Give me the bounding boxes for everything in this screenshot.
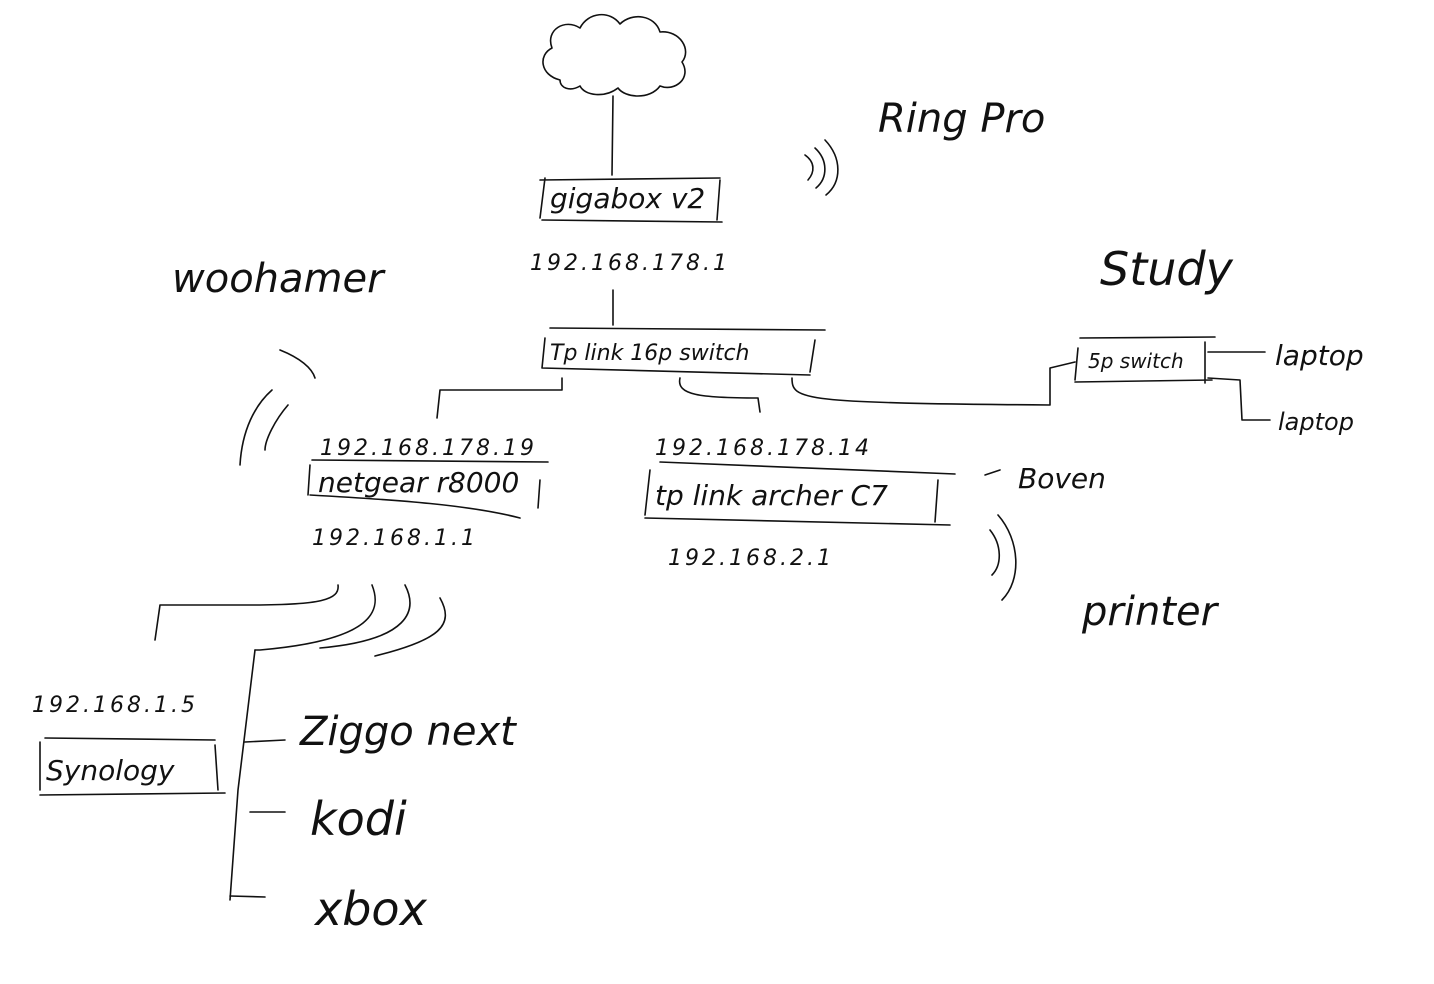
archer-ip: 192.168.2.1 [668, 546, 834, 571]
ziggo-label: Ziggo next [299, 709, 517, 755]
study-label: Study [1100, 242, 1234, 296]
ring-pro-label: Ring Pro [878, 96, 1045, 142]
modem-ip: 192.168.178.1 [530, 251, 730, 276]
xbox-branch [229, 895, 266, 898]
netgear-ip: 192.168.1.1 [312, 526, 478, 551]
netgear-to-devices-cable-2 [319, 584, 411, 649]
netgear-to-devices-cable-3 [374, 597, 446, 657]
switch-to-archer-line [678, 377, 761, 413]
modem-box [539, 177, 723, 223]
study-laptop-line-2 [1207, 377, 1271, 421]
netgear-uplink-ip: 192.168.178.19 [320, 436, 537, 461]
printer-label: printer [1081, 589, 1220, 635]
netgear-to-nas-cable [154, 584, 339, 641]
nas-box [39, 737, 226, 796]
laptop-label-2: laptop [1278, 408, 1354, 436]
main-switch-box [541, 327, 826, 376]
main-switch-name: Tp link 16p switch [550, 341, 749, 366]
ziggo-branch [244, 739, 286, 743]
archer-name: tp link archer C7 [655, 479, 888, 512]
netgear-wifi-icon [239, 349, 316, 466]
nas-ip: 192.168.1.5 [32, 693, 198, 718]
xbox-label: xbox [313, 882, 428, 936]
archer-wifi-icon [989, 514, 1017, 601]
study-switch-name: 5p switch [1088, 349, 1184, 373]
archer-uplink-ip: 192.168.178.14 [655, 436, 872, 461]
study-switch-box [1074, 336, 1216, 384]
nas-name: Synology [46, 754, 175, 787]
boven-dash [984, 469, 1001, 476]
device-trunk-line [229, 649, 256, 901]
boven-label: Boven [1018, 462, 1106, 495]
switch-to-study-line [791, 361, 1076, 406]
netgear-name: netgear r8000 [318, 466, 519, 499]
ring-wifi-icon [804, 139, 839, 196]
cloud-to-modem-line [611, 95, 614, 176]
living-room-label: woohamer [172, 256, 386, 302]
internet-cloud-icon [542, 13, 687, 97]
laptop-label-1: laptop [1275, 339, 1364, 372]
switch-to-netgear-line [436, 377, 563, 419]
modem-name: gigabox v2 [550, 182, 705, 215]
netgear-to-devices-cable-1 [254, 584, 376, 651]
netgear-box [307, 459, 549, 519]
archer-box [644, 461, 956, 526]
kodi-label: kodi [310, 792, 407, 846]
